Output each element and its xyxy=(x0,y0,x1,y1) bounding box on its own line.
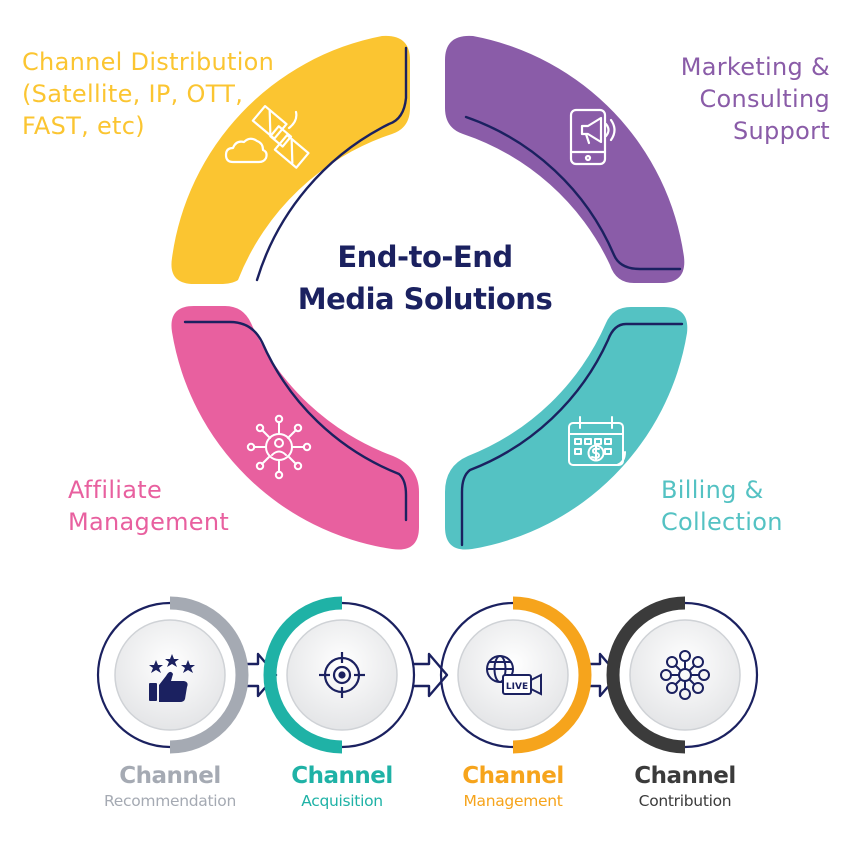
label-line: (Satellite, IP, OTT, xyxy=(22,80,244,108)
step-label-recommendation: Channel Recommendation xyxy=(80,762,260,812)
center-title-line2: Media Solutions xyxy=(297,282,553,316)
quadrant-inner-line xyxy=(183,320,408,522)
step-title: Channel xyxy=(634,763,736,789)
label-line: FAST, etc) xyxy=(22,112,145,140)
center-title-line1: End-to-End xyxy=(337,240,513,274)
center-title: End-to-End Media Solutions xyxy=(275,236,575,320)
step-title: Channel xyxy=(119,763,221,789)
step-ring-outer xyxy=(439,601,514,749)
step-subtitle: Acquisition xyxy=(301,792,383,810)
svg-text:LIVE: LIVE xyxy=(506,682,528,692)
label-line: Affiliate xyxy=(68,476,163,504)
step-ring-arc xyxy=(606,596,686,754)
step-subtitle: Management xyxy=(463,792,563,810)
step-ring-arc xyxy=(512,596,592,754)
step-label-acquisition: Channel Acquisition xyxy=(252,762,432,812)
step-recommendation xyxy=(96,596,249,754)
step-label-management: Channel Management xyxy=(423,762,603,812)
quadrant-inner-line xyxy=(460,322,684,547)
step-subtitle: Contribution xyxy=(638,792,732,810)
affiliate-management-label: Affiliate Management xyxy=(68,474,229,538)
label-line: Marketing & xyxy=(680,53,830,81)
billing-collection-label: Billing & Collection xyxy=(661,474,783,538)
step-disc xyxy=(629,619,741,731)
quadrant-shape xyxy=(445,307,688,550)
quadrant-affiliate-management xyxy=(171,306,419,550)
label-line: Support xyxy=(733,117,830,145)
step-ring-arc xyxy=(263,596,343,754)
step-contribution xyxy=(606,596,759,754)
phone-megaphone-icon xyxy=(569,108,616,166)
quadrant-shape xyxy=(445,35,685,283)
hub-network-icon xyxy=(660,650,710,700)
step-title: Channel xyxy=(291,763,393,789)
step-management: LIVE xyxy=(439,596,592,754)
label-line: Billing & xyxy=(661,476,764,504)
quadrant-marketing-consulting xyxy=(445,35,685,283)
step-ring-outer xyxy=(341,601,416,749)
quadrant-inner-line xyxy=(464,115,682,271)
quadrant-channel-distribution xyxy=(171,35,410,284)
step-label-contribution: Channel Contribution xyxy=(595,762,775,812)
chevron-right-icon xyxy=(413,652,449,698)
calendar-dollar-icon xyxy=(568,416,626,466)
target-icon xyxy=(319,652,365,698)
label-line: Channel Distribution xyxy=(22,48,275,76)
quadrant-shape xyxy=(171,35,410,284)
step-ring-outer xyxy=(96,601,171,749)
marketing-consulting-label: Marketing & Consulting Support xyxy=(681,51,830,147)
label-line: Management xyxy=(68,508,230,536)
label-line: Collection xyxy=(661,508,783,536)
step-acquisition xyxy=(263,596,416,754)
label-line: Consulting xyxy=(699,85,830,113)
step-ring-arc xyxy=(169,596,249,754)
satellite-icon xyxy=(224,105,310,169)
step-subtitle: Recommendation xyxy=(103,792,236,810)
step-title: Channel xyxy=(462,763,564,789)
network-icon xyxy=(246,414,312,480)
thumbs-up-stars-icon xyxy=(149,654,195,702)
quadrant-billing-collection xyxy=(445,307,688,550)
live-broadcast-icon: LIVE xyxy=(486,655,542,696)
channel-distribution-label: Channel Distribution (Satellite, IP, OTT… xyxy=(22,46,274,142)
quadrant-inner-line xyxy=(255,46,408,282)
step-ring-outer xyxy=(684,601,759,749)
